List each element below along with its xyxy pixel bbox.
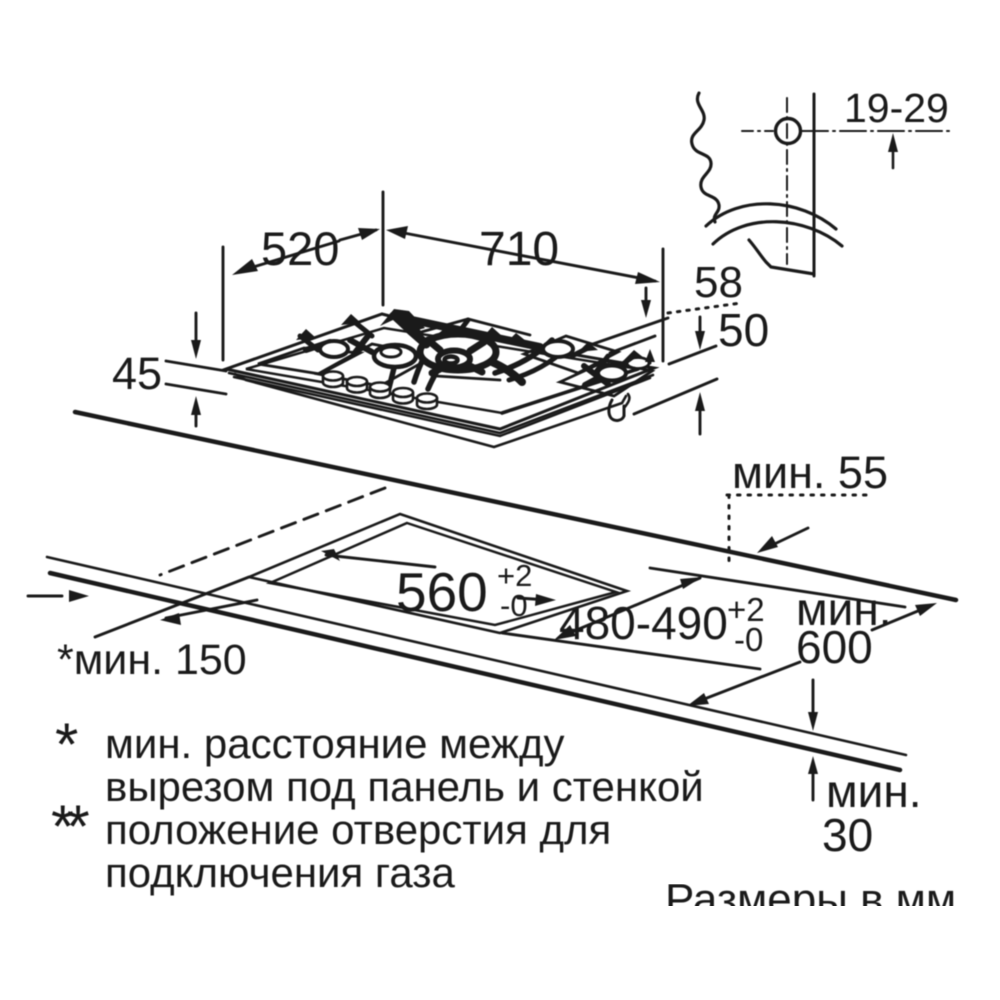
svg-text:-0: -0 <box>500 588 528 623</box>
svg-text:520: 520 <box>261 222 339 275</box>
svg-text:+2: +2 <box>727 591 765 628</box>
svg-text:50: 50 <box>718 304 769 356</box>
svg-text:мин. 55: мин. 55 <box>732 447 888 498</box>
svg-text:**: ** <box>51 793 89 860</box>
svg-text:мин.: мин. <box>826 765 922 817</box>
svg-text:*: * <box>55 711 78 778</box>
svg-text:мин.: мин. <box>796 583 892 635</box>
svg-text:710: 710 <box>479 223 559 276</box>
svg-text:560: 560 <box>396 561 488 623</box>
svg-text:подключения газа: подключения газа <box>105 849 455 896</box>
svg-text:-0: -0 <box>734 621 763 658</box>
svg-text:положение отверстия для: положение отверстия для <box>105 806 611 853</box>
svg-text:вырезом под панель и стенкой: вырезом под панель и стенкой <box>105 763 704 810</box>
svg-text:*мин. 150: *мин. 150 <box>57 636 247 684</box>
svg-text:600: 600 <box>796 621 873 673</box>
svg-text:+2: +2 <box>497 558 532 593</box>
svg-text:58: 58 <box>694 258 743 307</box>
svg-text:45: 45 <box>112 348 162 399</box>
svg-text:мин. расстояние между: мин. расстояние между <box>105 720 565 767</box>
svg-text:480-490: 480-490 <box>559 597 728 649</box>
svg-text:30: 30 <box>822 809 873 861</box>
svg-text:19-29: 19-29 <box>844 85 949 131</box>
